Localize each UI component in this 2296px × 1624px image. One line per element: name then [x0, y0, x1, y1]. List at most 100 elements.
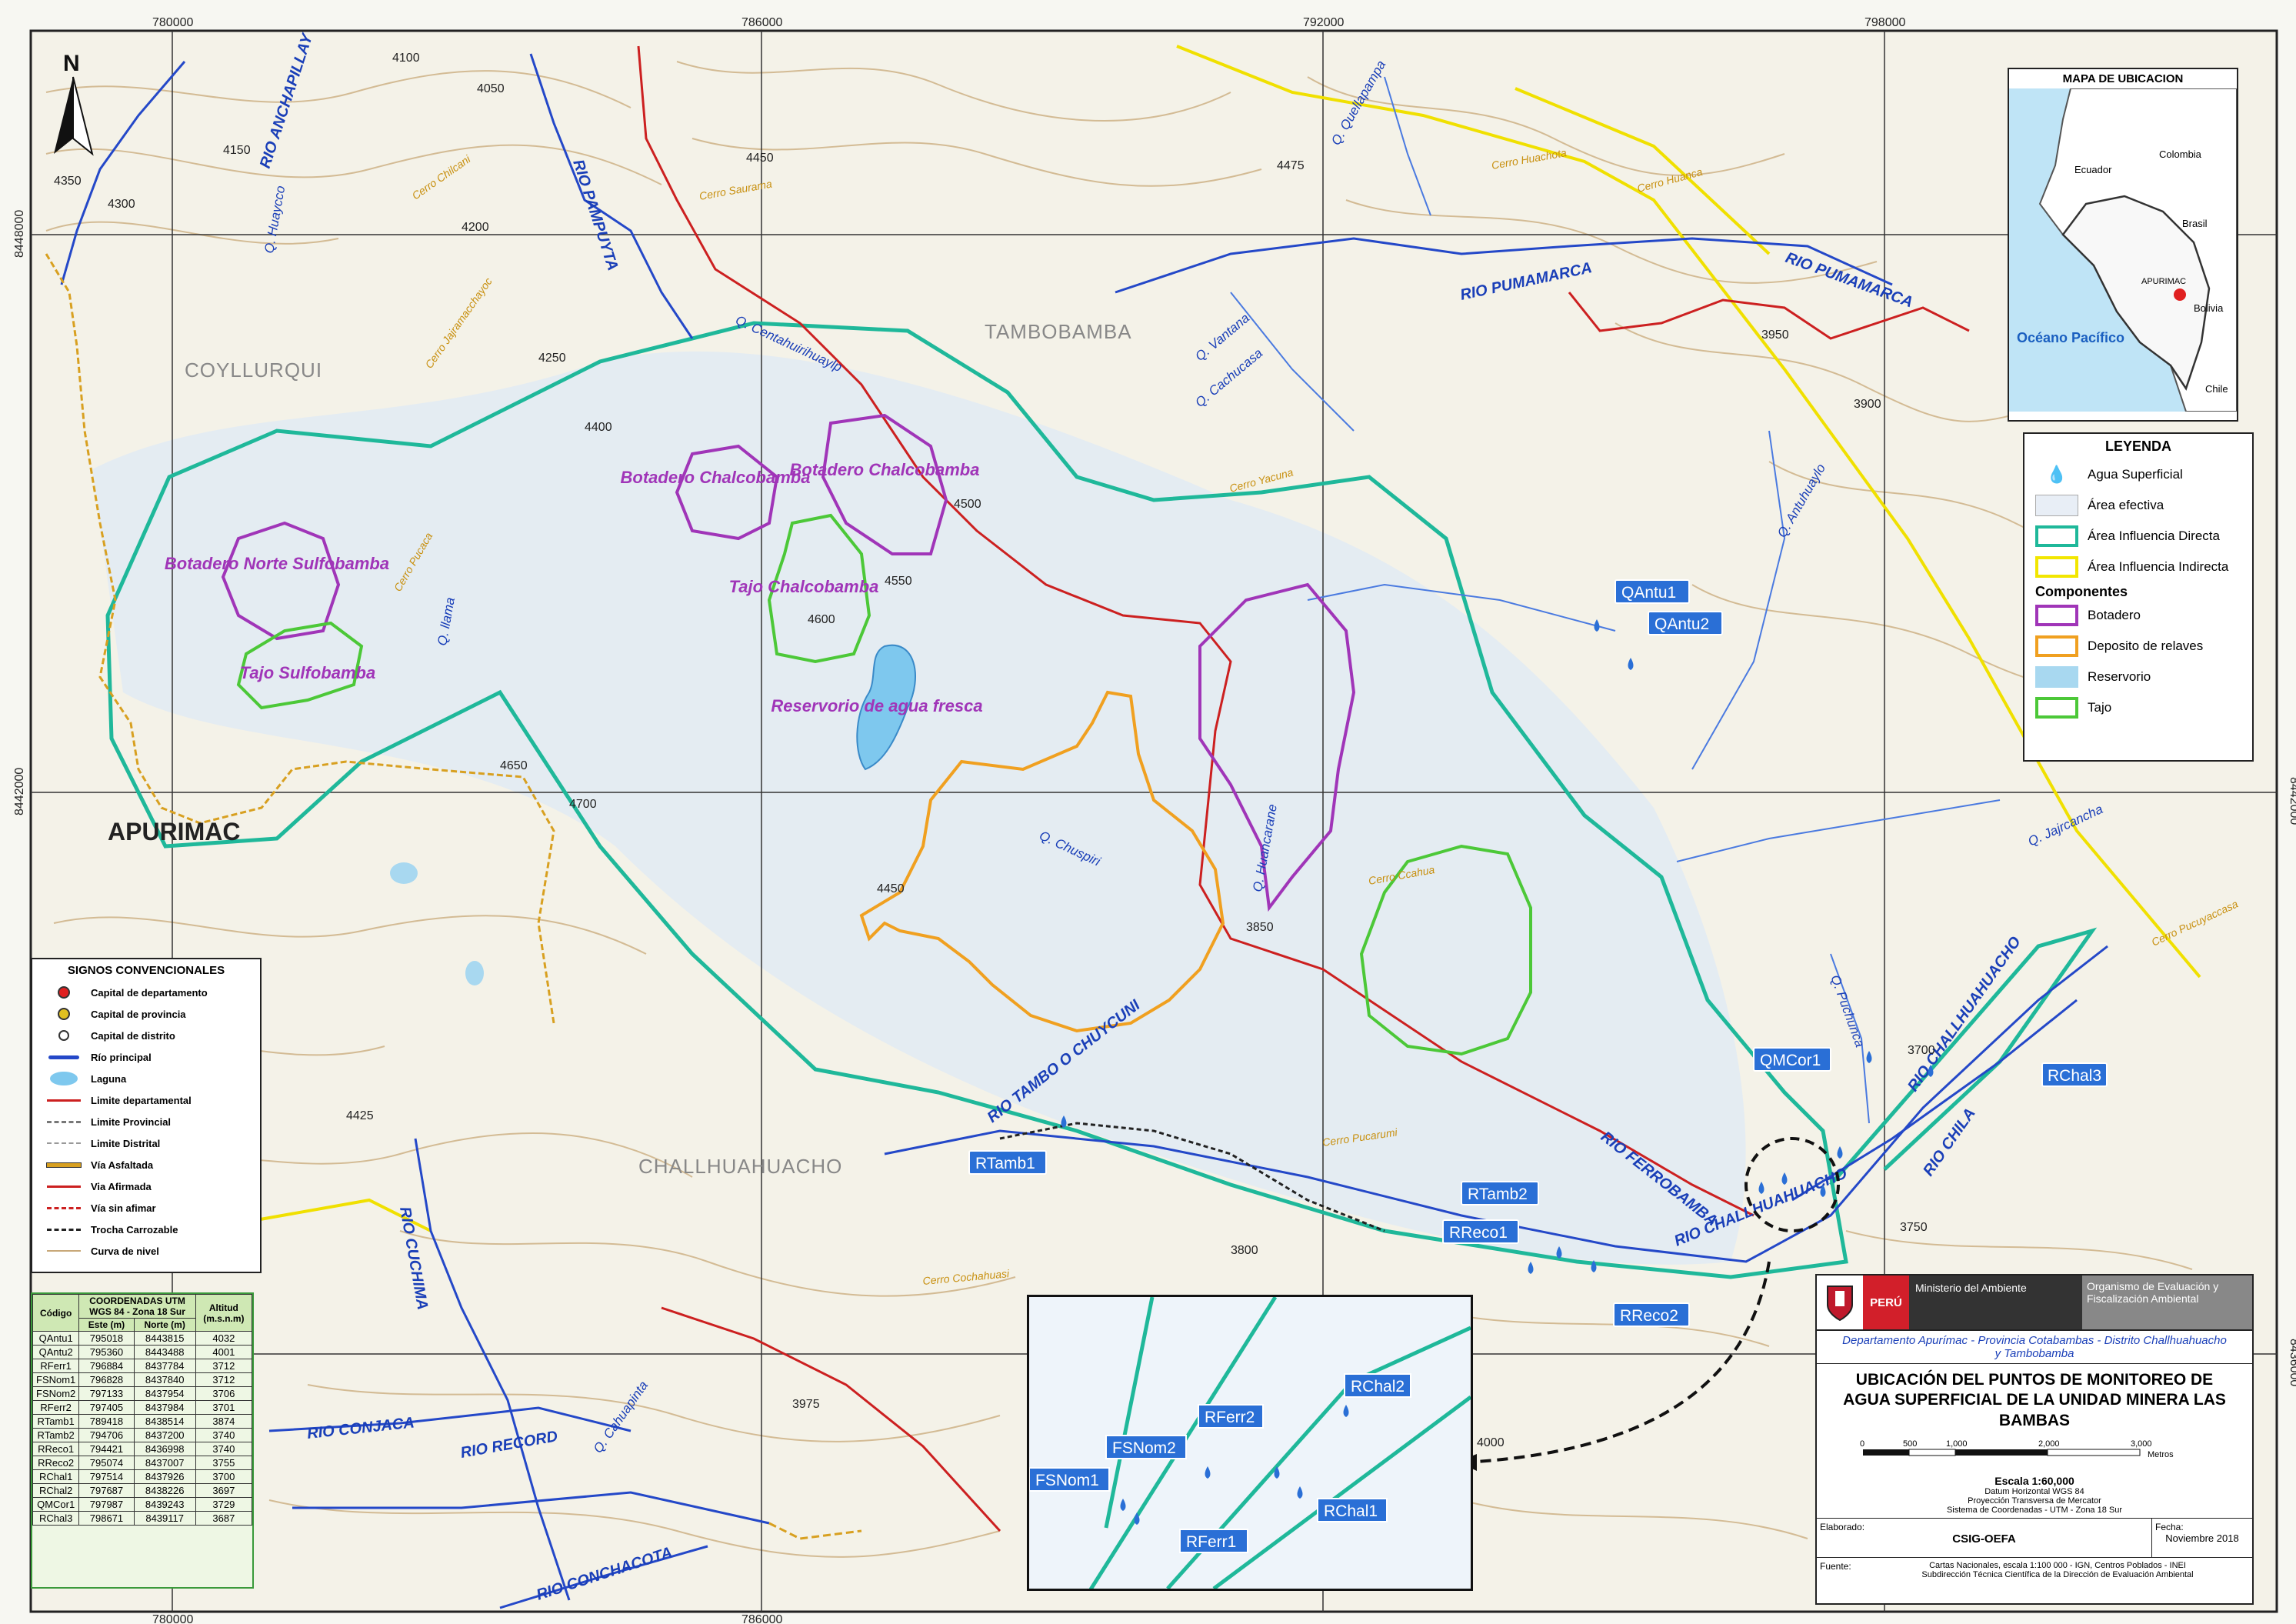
ministerio-label: Ministerio del Ambiente — [1909, 1276, 2082, 1329]
inset-bolivia: Bolivia — [2194, 302, 2224, 314]
water-drop-icon — [1528, 1262, 1534, 1274]
location-inset: MAPA DE UBICACION Ecuador Colombia Brasi… — [2008, 68, 2238, 422]
svg-text:3750: 3750 — [1900, 1221, 1928, 1234]
signo-item: Limite Distrital — [32, 1132, 260, 1154]
legend-title: LEYENDA — [2104, 439, 2171, 454]
svg-text:FSNom2: FSNom2 — [1112, 1439, 1176, 1457]
table-cell: FSNom1 — [32, 1372, 80, 1387]
table-cell: 797987 — [78, 1497, 135, 1512]
svg-text:QAntu1: QAntu1 — [1621, 584, 1676, 602]
table-cell: RTamb1 — [32, 1414, 80, 1429]
col-codigo: Código — [32, 1294, 80, 1332]
place-names: COYLLURQUI TAMBOBAMBA CHALLHUAHUACHO APU… — [108, 320, 1131, 1178]
signo-item: Vía sin afimar — [32, 1197, 260, 1219]
legend-item: 💧 Agua Superficial — [2046, 465, 2183, 484]
svg-text:QMCor1: QMCor1 — [1760, 1052, 1821, 1069]
table-cell: 795074 — [78, 1456, 135, 1470]
laguna — [465, 961, 484, 985]
label-botadero-norte-sulfobamba: Botadero Norte Sulfobamba — [165, 554, 389, 573]
table-cell: 8438226 — [133, 1483, 196, 1498]
table-cell: 3755 — [195, 1456, 253, 1470]
contour-lines — [45, 61, 2247, 1558]
signo-item: Limite departamental — [32, 1089, 260, 1111]
table-cell: 794421 — [78, 1442, 135, 1456]
svg-text:4475: 4475 — [1277, 159, 1305, 172]
point-label-qantu2: QAntu2 — [1648, 611, 1723, 635]
legend-item: Área efectiva — [2024, 490, 2252, 521]
signo-item: Trocha Carrozable — [32, 1219, 260, 1240]
inset-title: MAPA DE UBICACION — [2062, 72, 2184, 85]
projection-text: Proyección Transversa de Mercator — [1968, 1496, 2101, 1506]
table-cell: 796828 — [78, 1372, 135, 1387]
svg-text:N: N — [63, 51, 80, 76]
table-cell: 3740 — [195, 1442, 253, 1456]
elaborado-row: Elaborado: CSIG-OEFA Fecha: Noviembre 20… — [1817, 1518, 2252, 1558]
table-cell: 797133 — [78, 1386, 135, 1401]
grid-y-label: 8442000 — [2288, 777, 2296, 825]
location-inset-map: Ecuador Colombia Brasil APURIMAC Bolivia… — [2009, 88, 2238, 412]
label-botadero-chalcobamba-2: Botadero Chalcobamba — [790, 460, 980, 479]
table-cell: 795018 — [78, 1331, 135, 1346]
area-influencia-directa-east — [1829, 927, 2098, 1186]
table-cell: 3874 — [195, 1414, 253, 1429]
table-cell: 8436998 — [133, 1442, 196, 1456]
zoom-label-rchal1: RChal1 — [1317, 1498, 1388, 1522]
point-label-rtamb2: RTamb2 — [1461, 1181, 1539, 1205]
svg-text:4550: 4550 — [885, 575, 912, 588]
label-botadero-chalcobamba: Botadero Chalcobamba — [621, 468, 811, 487]
system-text: Sistema de Coordenadas - UTM - Zona 18 S… — [1817, 1506, 2252, 1519]
table-cell: RChal3 — [32, 1511, 80, 1526]
svg-text:RChal2: RChal2 — [1351, 1378, 1405, 1396]
botaderos — [221, 413, 1356, 912]
signos-panel: SIGNOS CONVENCIONALES Capital de departa… — [31, 958, 262, 1273]
legend-item: Tajo — [2024, 692, 2252, 723]
inset-chile: Chile — [2205, 383, 2228, 395]
water-drop-icon — [1758, 1182, 1764, 1194]
elaborado-value: CSIG-OEFA — [1952, 1532, 2016, 1546]
place-challhuahuacho: CHALLHUAHUACHO — [638, 1155, 842, 1178]
col-utm: COORDENADAS UTM WGS 84 - Zona 18 Sur — [78, 1294, 196, 1319]
area-influencia-directa — [105, 321, 1848, 1279]
water-drop-icon — [1134, 1512, 1140, 1525]
grid-labels: 780000 786000 792000 798000 780000 78600… — [13, 16, 2296, 1624]
table-cell: RFerr2 — [32, 1400, 80, 1415]
table-cell: RChal2 — [32, 1483, 80, 1498]
table-cell: RReco1 — [32, 1442, 80, 1456]
north-arrow: N — [54, 51, 94, 156]
zoom-circle — [1744, 1137, 1840, 1232]
svg-text:500: 500 — [1903, 1439, 1917, 1449]
svg-text:RReco1: RReco1 — [1449, 1224, 1508, 1242]
coords-table: Código COORDENADAS UTM WGS 84 - Zona 18 … — [32, 1294, 253, 1526]
table-cell: RTamb2 — [32, 1428, 80, 1442]
svg-text:RReco2: RReco2 — [1620, 1307, 1678, 1325]
svg-text:3950: 3950 — [1761, 328, 1789, 342]
table-cell: 3712 — [195, 1359, 253, 1373]
zoom-inset-map: RChal2 RFerr2 FSNom2 FSNom1 RChal1 RFerr… — [1028, 1296, 1472, 1591]
water-drop-icon — [1556, 1246, 1562, 1259]
inset-brasil: Brasil — [2182, 218, 2208, 229]
limite-departamental — [637, 45, 1970, 1217]
svg-text:4300: 4300 — [108, 198, 135, 211]
fuente-2: Subdirección Técnica Científica de la Di… — [1921, 1569, 2194, 1579]
svg-text:4350: 4350 — [54, 175, 82, 188]
scale-text: Escala 1:60,000 — [1994, 1474, 2074, 1487]
svg-text:3850: 3850 — [1246, 921, 1274, 934]
table-cell: 796884 — [78, 1359, 135, 1373]
water-drop-icon — [1837, 1146, 1843, 1159]
svg-text:1,000: 1,000 — [1946, 1439, 1968, 1449]
svg-text:RFerr1: RFerr1 — [1186, 1533, 1236, 1551]
svg-text:4700: 4700 — [569, 798, 597, 811]
svg-text:RChal1: RChal1 — [1324, 1502, 1378, 1520]
table-cell: 797687 — [78, 1483, 135, 1498]
reservorio-shape — [856, 644, 916, 771]
legend-item: Área Influencia Indirecta — [2024, 552, 2252, 582]
